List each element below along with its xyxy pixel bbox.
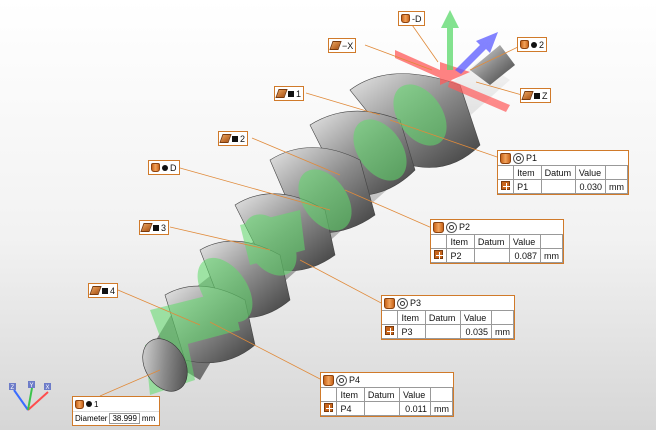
- tag-square-2[interactable]: 2: [218, 131, 249, 146]
- position-tolerance-icon: [336, 374, 347, 386]
- tag-circle-2[interactable]: 2: [517, 37, 548, 52]
- tag-square-4[interactable]: 4: [88, 283, 119, 298]
- circle-icon: [531, 41, 537, 48]
- position-tolerance-icon: [397, 297, 408, 309]
- position-tolerance-icon: [446, 221, 457, 233]
- cylinder-icon: [433, 221, 444, 233]
- target-icon: [385, 326, 394, 335]
- leader-lines: [99, 21, 523, 397]
- plane-icon: [329, 41, 342, 50]
- plane-icon: [521, 91, 534, 100]
- cylinder-icon: [401, 14, 410, 23]
- plane-icon: [219, 134, 232, 143]
- triad-label-y: Y: [30, 383, 34, 389]
- circle-icon: [162, 164, 168, 171]
- cylinder-icon: [151, 163, 160, 172]
- tag-square-3[interactable]: 3: [139, 220, 170, 235]
- triad-label-z: Z: [11, 385, 15, 391]
- tag-square-1[interactable]: 1: [274, 86, 305, 101]
- tag-circle-d[interactable]: D: [148, 160, 180, 175]
- target-icon: [324, 403, 333, 412]
- cylinder-icon: [500, 152, 511, 164]
- square-icon: [102, 287, 108, 294]
- triad-label-x: X: [46, 385, 50, 391]
- axis-triad: Z Y X: [9, 381, 51, 411]
- target-icon: [434, 250, 443, 259]
- square-icon: [232, 135, 238, 142]
- circle-icon: [86, 401, 92, 407]
- cylinder-icon: [323, 374, 334, 386]
- plane-icon: [140, 223, 153, 232]
- plane-icon: [275, 89, 288, 98]
- cylinder-icon: [384, 297, 395, 309]
- tag-minus-x[interactable]: −X: [328, 38, 357, 53]
- cylinder-icon: [75, 399, 84, 409]
- coordinate-arrows: [395, 10, 510, 112]
- position-tolerance-icon: [513, 152, 524, 164]
- callout-diameter[interactable]: 1 Diameter 38.999 mm: [72, 396, 160, 426]
- target-icon: [501, 181, 510, 190]
- square-icon: [153, 224, 159, 231]
- plane-icon: [89, 286, 102, 295]
- square-icon: [534, 92, 540, 99]
- tag-z[interactable]: Z: [520, 88, 551, 103]
- tag-datum-d[interactable]: -D: [398, 11, 425, 26]
- cylinder-icon: [520, 40, 529, 49]
- crankshaft-model: [142, 45, 515, 395]
- square-icon: [288, 90, 294, 97]
